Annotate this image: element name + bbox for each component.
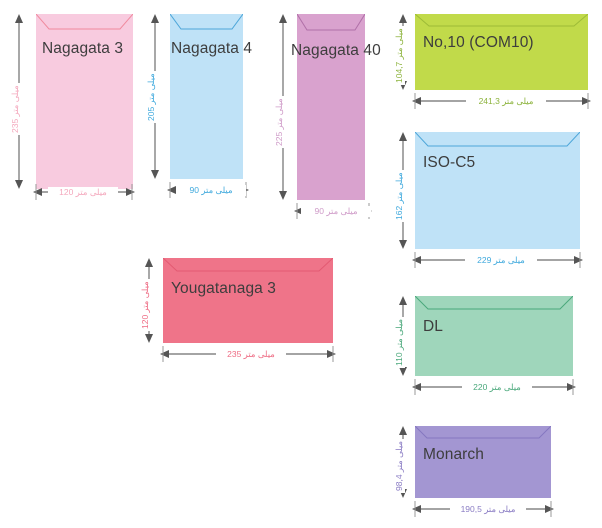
envelope-shape-nagagata-40 — [297, 14, 365, 200]
envelope-shape-nagagata-4 — [170, 14, 243, 179]
dimension-width-label-monarch: 190,5 میلی متر — [450, 504, 526, 515]
envelope-name-nagagata-4: Nagagata 4 — [171, 40, 253, 57]
dimension-width-label-dl: 220 میلی متر — [462, 382, 532, 393]
envelope-no10-com10: No,10 (COM10) — [415, 14, 588, 90]
envelope-shape-iso-c5 — [415, 132, 580, 249]
envelope-name-no10-com10: No,10 (COM10) — [423, 34, 534, 51]
envelope-yougatanaga-3: Yougatanaga 3 — [163, 258, 333, 343]
envelope-dl: DL — [415, 296, 573, 376]
envelope-shape-monarch — [415, 426, 551, 498]
dimension-height-label-dl: 110 میلی متر — [394, 316, 405, 368]
dimension-width-label-yougatanaga-3: 235 میلی متر — [216, 349, 286, 360]
envelope-monarch: Monarch — [415, 426, 551, 498]
envelope-name-monarch: Monarch — [423, 446, 485, 463]
dimension-width-label-nagagata-3: 120 میلی متر — [48, 187, 118, 198]
envelope-shape-dl — [415, 296, 573, 376]
envelope-name-nagagata-40: Nagagata 40 — [291, 42, 381, 59]
envelope-shape-yougatanaga-3 — [163, 258, 333, 343]
envelope-name-yougatanaga-3: Yougatanaga 3 — [171, 280, 277, 297]
envelope-shape-no10-com10 — [415, 14, 588, 90]
dimension-height-label-no10-com10: 104,7 میلی متر — [394, 26, 405, 85]
dimension-width-label-iso-c5: 229 میلی متر — [465, 255, 537, 266]
dimension-height-label-iso-c5: 162 میلی متر — [394, 170, 405, 222]
envelope-shape-nagagata-3 — [36, 14, 133, 189]
dimension-width-label-no10-com10: 241,3 میلی متر — [466, 96, 546, 107]
envelope-nagagata-3: Nagagata 3 — [36, 14, 133, 189]
dimension-width-label-nagagata-40: 90 میلی متر — [301, 206, 371, 217]
dimension-height-label-nagagata-40: 225 میلی متر — [274, 96, 285, 148]
dimension-height-label-monarch: 98,4 میلی متر — [394, 438, 405, 493]
envelope-iso-c5: ISO-C5 — [415, 132, 580, 249]
dimension-height-label-yougatanaga-3: 120 میلی متر — [140, 279, 151, 331]
dimension-width-label-nagagata-4: 90 میلی متر — [176, 185, 246, 196]
envelope-nagagata-40: Nagagata 40 — [291, 14, 381, 200]
envelope-nagagata-4: Nagagata 4 — [170, 14, 252, 179]
dimension-height-label-nagagata-4: 205 میلی متر — [146, 71, 157, 123]
envelope-name-dl: DL — [423, 318, 444, 335]
envelope-name-iso-c5: ISO-C5 — [423, 154, 476, 171]
dimension-height-label-nagagata-3: 235 میلی متر — [10, 83, 21, 135]
envelope-name-nagagata-3: Nagagata 3 — [42, 40, 124, 57]
